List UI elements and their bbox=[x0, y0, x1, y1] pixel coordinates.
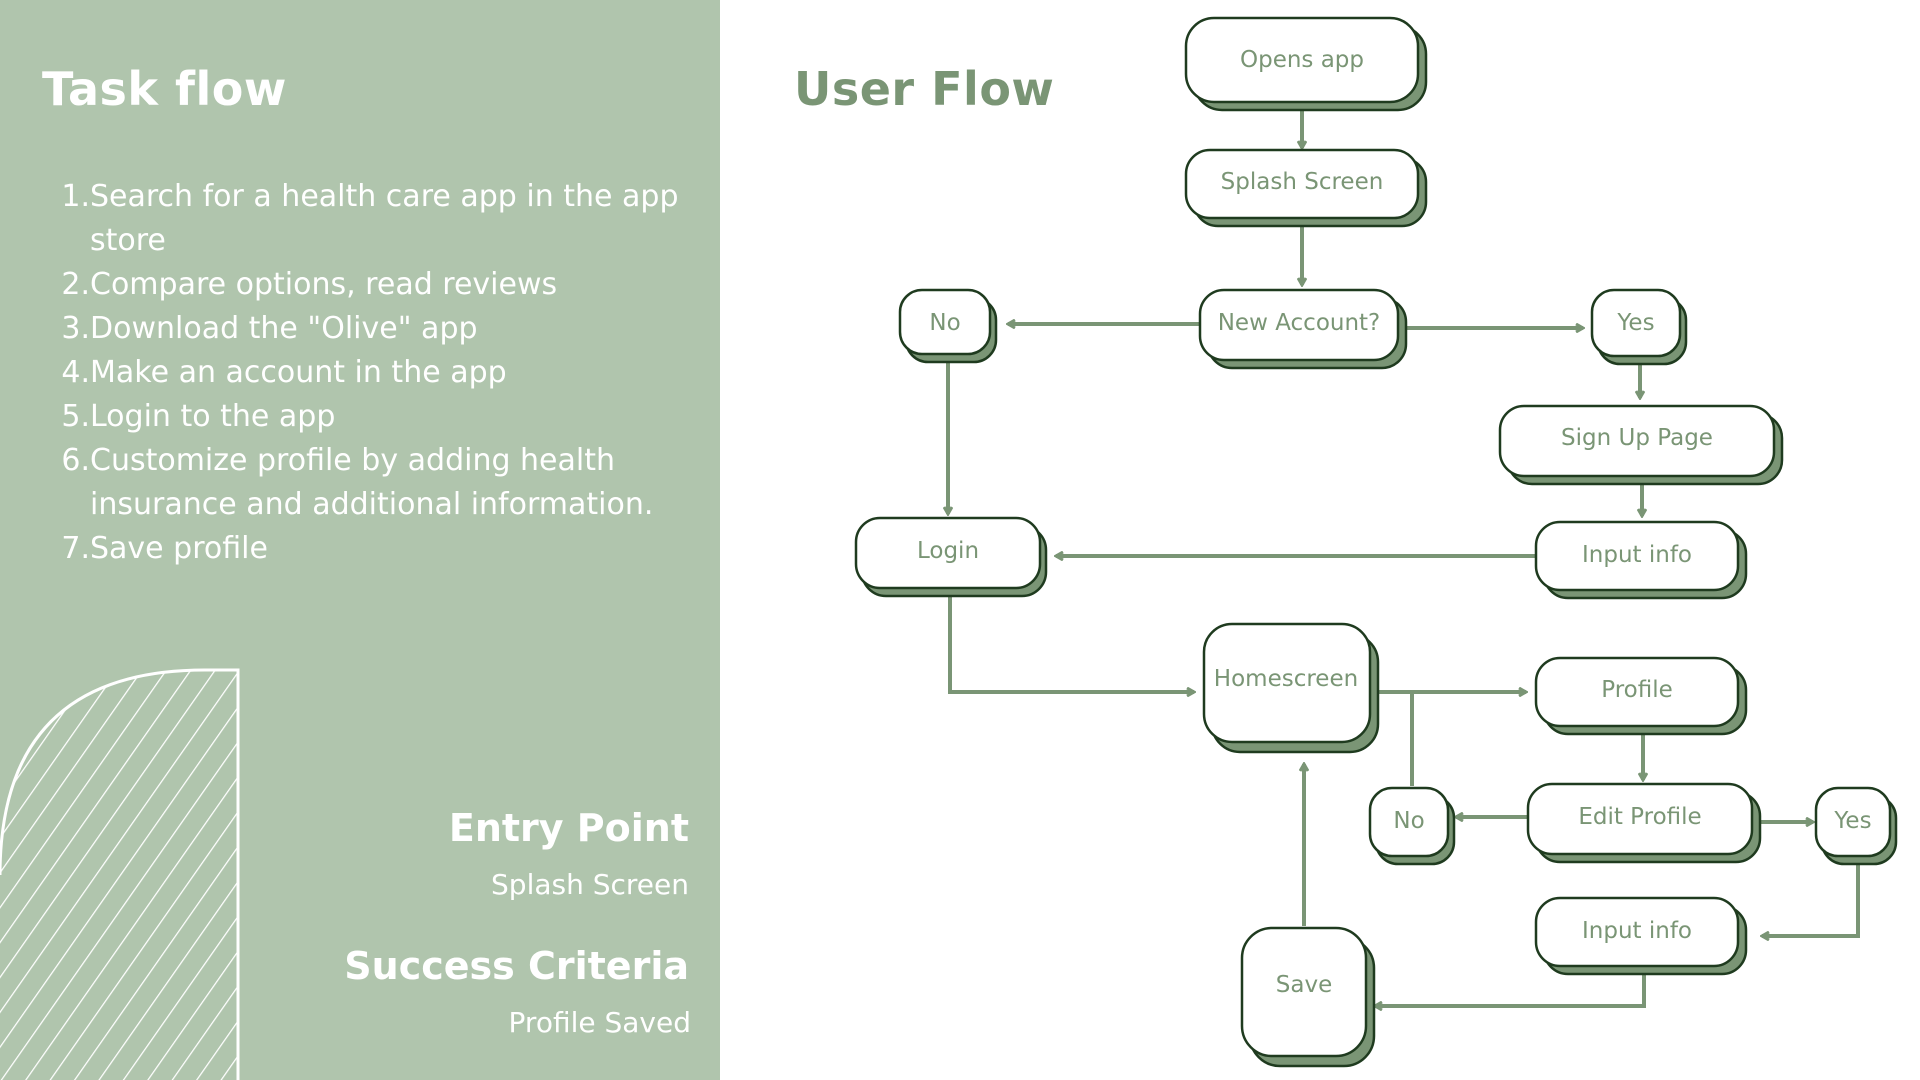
node-box bbox=[1814, 786, 1892, 858]
node-box bbox=[1590, 288, 1682, 358]
hatch-decoration bbox=[0, 668, 240, 1080]
node-box bbox=[1240, 926, 1368, 1058]
node-login: Login bbox=[854, 516, 1048, 598]
task-flow-panel: Task flow 1.Search for a health care app… bbox=[0, 0, 720, 1080]
node-box bbox=[854, 516, 1042, 590]
node-splash-screen: Splash Screen bbox=[1184, 148, 1428, 228]
node-box bbox=[898, 288, 992, 356]
task-step: 1.Search for a health care app in the ap… bbox=[61, 175, 690, 263]
node-label: Yes bbox=[1833, 808, 1871, 834]
node-sign-up-page: Sign Up Page bbox=[1498, 404, 1784, 486]
task-step-number: 2. bbox=[61, 267, 90, 302]
node-label: Input info bbox=[1582, 542, 1692, 568]
task-step-text: Make an account in the app bbox=[90, 355, 507, 390]
flow-edges bbox=[948, 102, 1860, 1006]
task-step-text: Search for a health care app in the app … bbox=[90, 179, 679, 258]
node-box bbox=[1526, 782, 1754, 856]
node-no-top: No bbox=[898, 288, 998, 364]
node-label: Edit Profile bbox=[1578, 804, 1701, 830]
node-box bbox=[1184, 148, 1420, 220]
node-box bbox=[1534, 896, 1740, 968]
node-no-bottom: No bbox=[1368, 786, 1456, 866]
task-step-text: Download the "Olive" app bbox=[90, 311, 478, 346]
task-step: 5.Login to the app bbox=[61, 395, 690, 439]
edge-login-to-homescreen bbox=[948, 590, 1194, 692]
node-box bbox=[1184, 16, 1420, 104]
task-step: 3.Download the "Olive" app bbox=[61, 307, 690, 351]
node-label: Yes bbox=[1616, 310, 1654, 336]
node-input-info-bottom: Input info bbox=[1534, 896, 1748, 976]
node-yes-bottom: Yes bbox=[1814, 786, 1898, 866]
success-criteria-value: Profile Saved bbox=[508, 1006, 691, 1039]
task-step-text: Login to the app bbox=[90, 399, 336, 434]
task-step-number: 7. bbox=[61, 531, 90, 566]
entry-point-title: Entry Point bbox=[448, 806, 689, 850]
task-step: 2.Compare options, read reviews bbox=[61, 263, 690, 307]
node-box bbox=[1202, 622, 1372, 744]
task-step-number: 4. bbox=[61, 355, 90, 390]
task-step-text: Save profile bbox=[90, 531, 268, 566]
node-box bbox=[1534, 656, 1740, 728]
node-box bbox=[1368, 786, 1450, 858]
node-homescreen: Homescreen bbox=[1202, 622, 1380, 754]
task-flow-title: Task flow bbox=[42, 62, 287, 116]
node-edit-profile: Edit Profile bbox=[1526, 782, 1762, 864]
node-opens-app: Opens app bbox=[1184, 16, 1428, 112]
edge-yes-to-input bbox=[1762, 862, 1860, 936]
task-step: 4.Make an account in the app bbox=[61, 351, 690, 395]
node-label: Sign Up Page bbox=[1561, 425, 1713, 451]
task-step-number: 3. bbox=[61, 311, 90, 346]
node-label: New Account? bbox=[1218, 310, 1381, 336]
edge-input-to-save bbox=[1375, 968, 1646, 1006]
node-label: No bbox=[1393, 808, 1424, 834]
task-step-number: 5. bbox=[61, 399, 90, 434]
success-criteria-title: Success Criteria bbox=[344, 944, 689, 988]
node-box bbox=[1498, 404, 1776, 478]
task-step-text: Compare options, read reviews bbox=[90, 267, 558, 302]
task-list: 1.Search for a health care app in the ap… bbox=[61, 175, 690, 571]
task-step: 7.Save profile bbox=[61, 527, 690, 571]
node-input-info-top: Input info bbox=[1534, 520, 1748, 600]
node-yes-top: Yes bbox=[1590, 288, 1688, 366]
entry-point-value: Splash Screen bbox=[491, 868, 689, 901]
node-label: Profile bbox=[1601, 677, 1673, 703]
task-step-text: Customize profile by adding health insur… bbox=[90, 443, 654, 522]
task-step: 6.Customize profile by adding health ins… bbox=[61, 439, 690, 527]
node-label: No bbox=[929, 310, 960, 336]
node-new-account: New Account? bbox=[1198, 288, 1408, 370]
node-box bbox=[1198, 288, 1400, 362]
node-profile: Profile bbox=[1534, 656, 1748, 736]
node-label: Splash Screen bbox=[1221, 169, 1384, 195]
node-label: Opens app bbox=[1240, 47, 1364, 73]
node-label: Input info bbox=[1582, 918, 1692, 944]
node-label: Homescreen bbox=[1214, 666, 1358, 692]
task-step-number: 1. bbox=[61, 179, 90, 214]
user-flow-title: User Flow bbox=[794, 62, 1055, 116]
node-label: Login bbox=[917, 538, 979, 564]
node-box bbox=[1534, 520, 1740, 592]
task-step-number: 6. bbox=[61, 443, 90, 478]
node-label: Save bbox=[1276, 972, 1332, 998]
node-save: Save bbox=[1240, 926, 1376, 1068]
